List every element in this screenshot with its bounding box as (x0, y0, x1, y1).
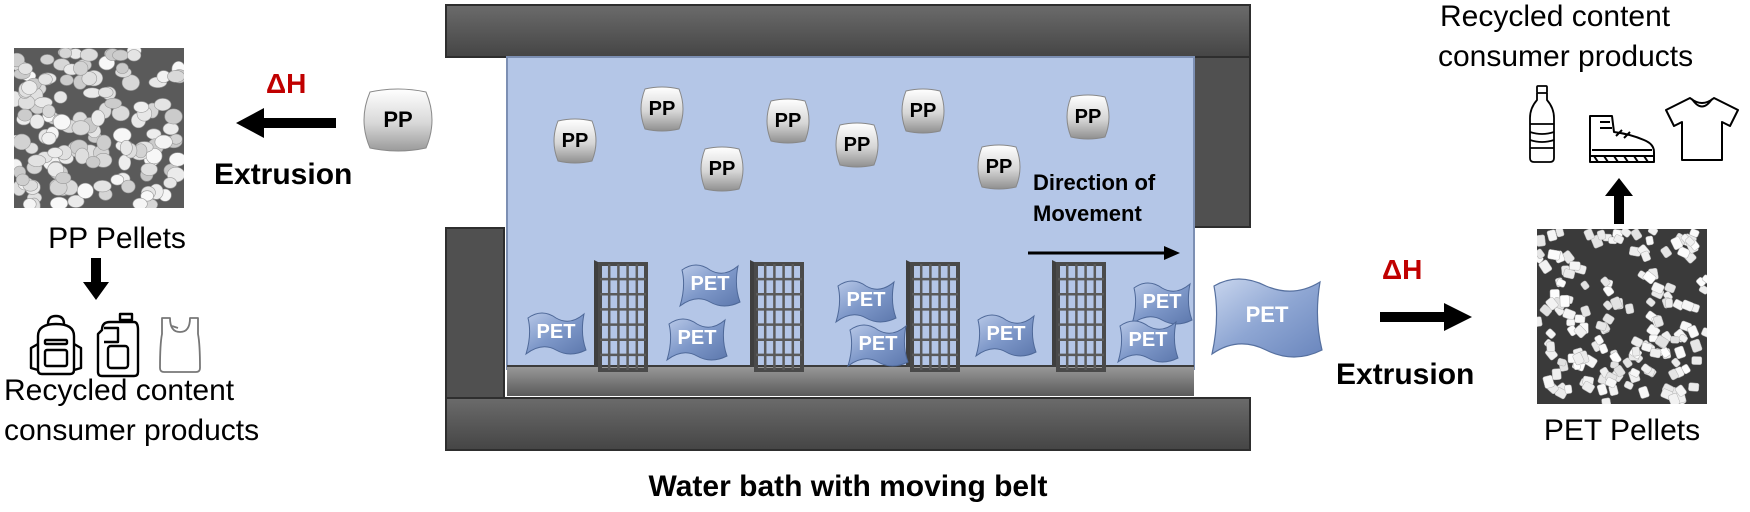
floating-pp-label: PP (909, 100, 937, 122)
belt-gate (1052, 260, 1106, 372)
exiting-pet-flake: PET (1208, 276, 1326, 360)
sinking-pet-label: PET (677, 327, 717, 349)
floating-pp-label: PP (774, 110, 802, 132)
floating-pp-pellet: PP (763, 98, 813, 144)
belt-gate (750, 260, 804, 372)
exiting-pp-pellet: PP (356, 88, 440, 152)
sinking-pet-label: PET (986, 323, 1026, 345)
sinking-pet-flake: PET (974, 312, 1038, 358)
sinking-pet-flake: PET (1130, 280, 1194, 326)
water-bath-caption: Water bath with moving belt (648, 470, 1048, 503)
pp-pellets-label: PP Pellets (48, 222, 186, 255)
right-delta-h: ΔH (1382, 254, 1423, 285)
right-extrusion-label: Extrusion (1336, 358, 1475, 391)
floating-pp-label: PP (708, 158, 736, 180)
sinking-pet-flake: PET (834, 278, 898, 324)
tshirt-icon (1665, 97, 1739, 161)
floating-pp-pellet: PP (898, 88, 948, 134)
floating-pp-pellet: PP (832, 122, 882, 168)
sinking-pet-label: PET (1142, 291, 1182, 313)
left-extrusion-label: Extrusion (214, 158, 353, 191)
direction-arrow-icon (1028, 246, 1180, 260)
floating-pp-pellet: PP (550, 118, 600, 164)
plastic-bag-icon (159, 317, 201, 373)
floating-pp-label: PP (843, 134, 871, 156)
pp-pellets-photo (14, 48, 184, 208)
sinking-pet-flake: PET (678, 262, 742, 308)
floating-pp-pellet: PP (637, 86, 687, 132)
direction-line2: Movement (1033, 201, 1142, 226)
pet-pellets-photo (1537, 229, 1707, 404)
bottle-icon (1529, 85, 1555, 163)
right-arrow-icon (1380, 303, 1472, 331)
belt-gate (594, 260, 648, 372)
belt-gate (906, 260, 960, 372)
sinking-pet-label: PET (1128, 329, 1168, 351)
left-products-line2: consumer products (4, 414, 260, 447)
pp-down-arrow-icon (83, 258, 109, 300)
floating-pp-pellet: PP (974, 144, 1024, 190)
direction-line1: Direction of (1033, 170, 1156, 195)
pet-pellets-label: PET Pellets (1543, 414, 1701, 447)
sinking-pet-flake: PET (846, 322, 910, 368)
exiting-pp-label: PP (383, 107, 413, 132)
sinking-pet-label: PET (536, 321, 576, 343)
sinking-pet-flake: PET (524, 310, 588, 356)
detergent-jug-icon (96, 312, 140, 378)
floating-pp-pellet: PP (697, 146, 747, 192)
sinking-pet-flake: PET (665, 316, 729, 362)
sinking-pet-flake: PET (1116, 318, 1180, 364)
left-products-line1: Recycled content (4, 374, 235, 407)
left-delta-h: ΔH (266, 68, 307, 99)
pet-up-arrow-icon (1605, 178, 1633, 224)
sinking-pet-label: PET (690, 273, 730, 295)
floating-pp-label: PP (1074, 106, 1102, 128)
floating-pp-label: PP (561, 130, 589, 152)
sinking-pet-label: PET (846, 289, 886, 311)
floating-pp-label: PP (648, 98, 676, 120)
backpack-icon (29, 314, 83, 376)
left-arrow-icon (236, 108, 336, 138)
floating-pp-label: PP (985, 156, 1013, 178)
floating-pp-pellet: PP (1063, 94, 1113, 140)
exiting-pet-label: PET (1245, 302, 1289, 327)
right-products-line2: consumer products (1438, 40, 1694, 73)
shoe-icon (1589, 115, 1655, 163)
sinking-pet-label: PET (858, 333, 898, 355)
right-products-line1: Recycled content (1440, 0, 1671, 33)
